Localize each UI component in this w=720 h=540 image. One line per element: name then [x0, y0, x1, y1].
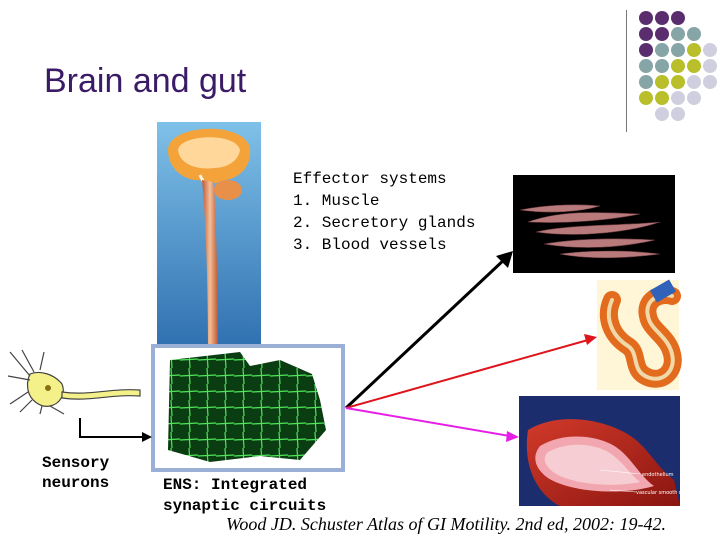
- dot-teal: [639, 75, 653, 89]
- dot-olive: [639, 91, 653, 105]
- ens-to-blood-vessel-arrow: [345, 407, 519, 442]
- dot-lavender: [703, 43, 717, 57]
- effector-heading: Effector systems: [293, 170, 447, 188]
- secretory-gland-image: [597, 279, 682, 390]
- sensory-to-ens-arrow: [79, 418, 152, 442]
- dot-teal: [655, 43, 669, 57]
- ens-to-muscle-arrow: [344, 251, 513, 410]
- sensory-neuron-image: [7, 349, 141, 415]
- sensory-neurons-label: Sensory neurons: [42, 453, 109, 493]
- dot-teal: [671, 43, 685, 57]
- dot-teal: [655, 59, 669, 73]
- sensory-label-line1: Sensory: [42, 454, 110, 472]
- dot-lavender: [703, 59, 717, 73]
- dot-teal: [671, 27, 685, 41]
- dot-purple: [671, 11, 685, 25]
- dot-purple: [655, 11, 669, 25]
- dot-purple: [639, 43, 653, 57]
- dot-teal: [687, 27, 701, 41]
- dot-lavender: [671, 107, 685, 121]
- ens-label-line2: synaptic circuits: [163, 497, 327, 515]
- effector-item-muscle: 1. Muscle: [293, 192, 380, 210]
- dot-lavender: [687, 75, 701, 89]
- sensory-label-line2: neurons: [42, 474, 110, 492]
- dot-lavender: [655, 107, 669, 121]
- dot-lavender: [687, 91, 701, 105]
- divider-line: [626, 10, 627, 132]
- smooth-muscle-cells-label: vascular smooth muscle cells: [636, 490, 710, 496]
- dot-olive: [687, 43, 701, 57]
- dot-olive: [671, 75, 685, 89]
- endothelium-label: endothelium: [642, 472, 674, 478]
- dot-olive: [671, 59, 685, 73]
- dot-olive: [655, 91, 669, 105]
- smooth-muscle-image: [513, 175, 675, 273]
- dot-purple: [655, 27, 669, 41]
- effector-item-secretory-glands: 2. Secretory glands: [293, 214, 476, 232]
- ens-image: [151, 344, 345, 472]
- ens-to-gland-arrow: [345, 334, 597, 409]
- dot-purple: [639, 11, 653, 25]
- brain-spinal-cord-image: [157, 122, 261, 350]
- dot-olive: [687, 59, 701, 73]
- effector-systems-list: Effector systems 1. Muscle 2. Secretory …: [293, 168, 475, 256]
- dot-lavender: [671, 91, 685, 105]
- ens-label-line1: ENS: Integrated: [163, 476, 308, 494]
- dot-olive: [655, 75, 669, 89]
- effector-item-blood-vessels: 3. Blood vessels: [293, 236, 447, 254]
- slide-title: Brain and gut: [44, 62, 247, 100]
- blood-vessel-image: endothelium vascular smooth muscle cells: [519, 396, 710, 506]
- ens-label: ENS: Integrated synaptic circuits: [163, 475, 326, 517]
- dot-purple: [639, 27, 653, 41]
- citation: Wood JD. Schuster Atlas of GI Motility. …: [226, 514, 666, 534]
- dot-teal: [639, 59, 653, 73]
- dot-lavender: [703, 75, 717, 89]
